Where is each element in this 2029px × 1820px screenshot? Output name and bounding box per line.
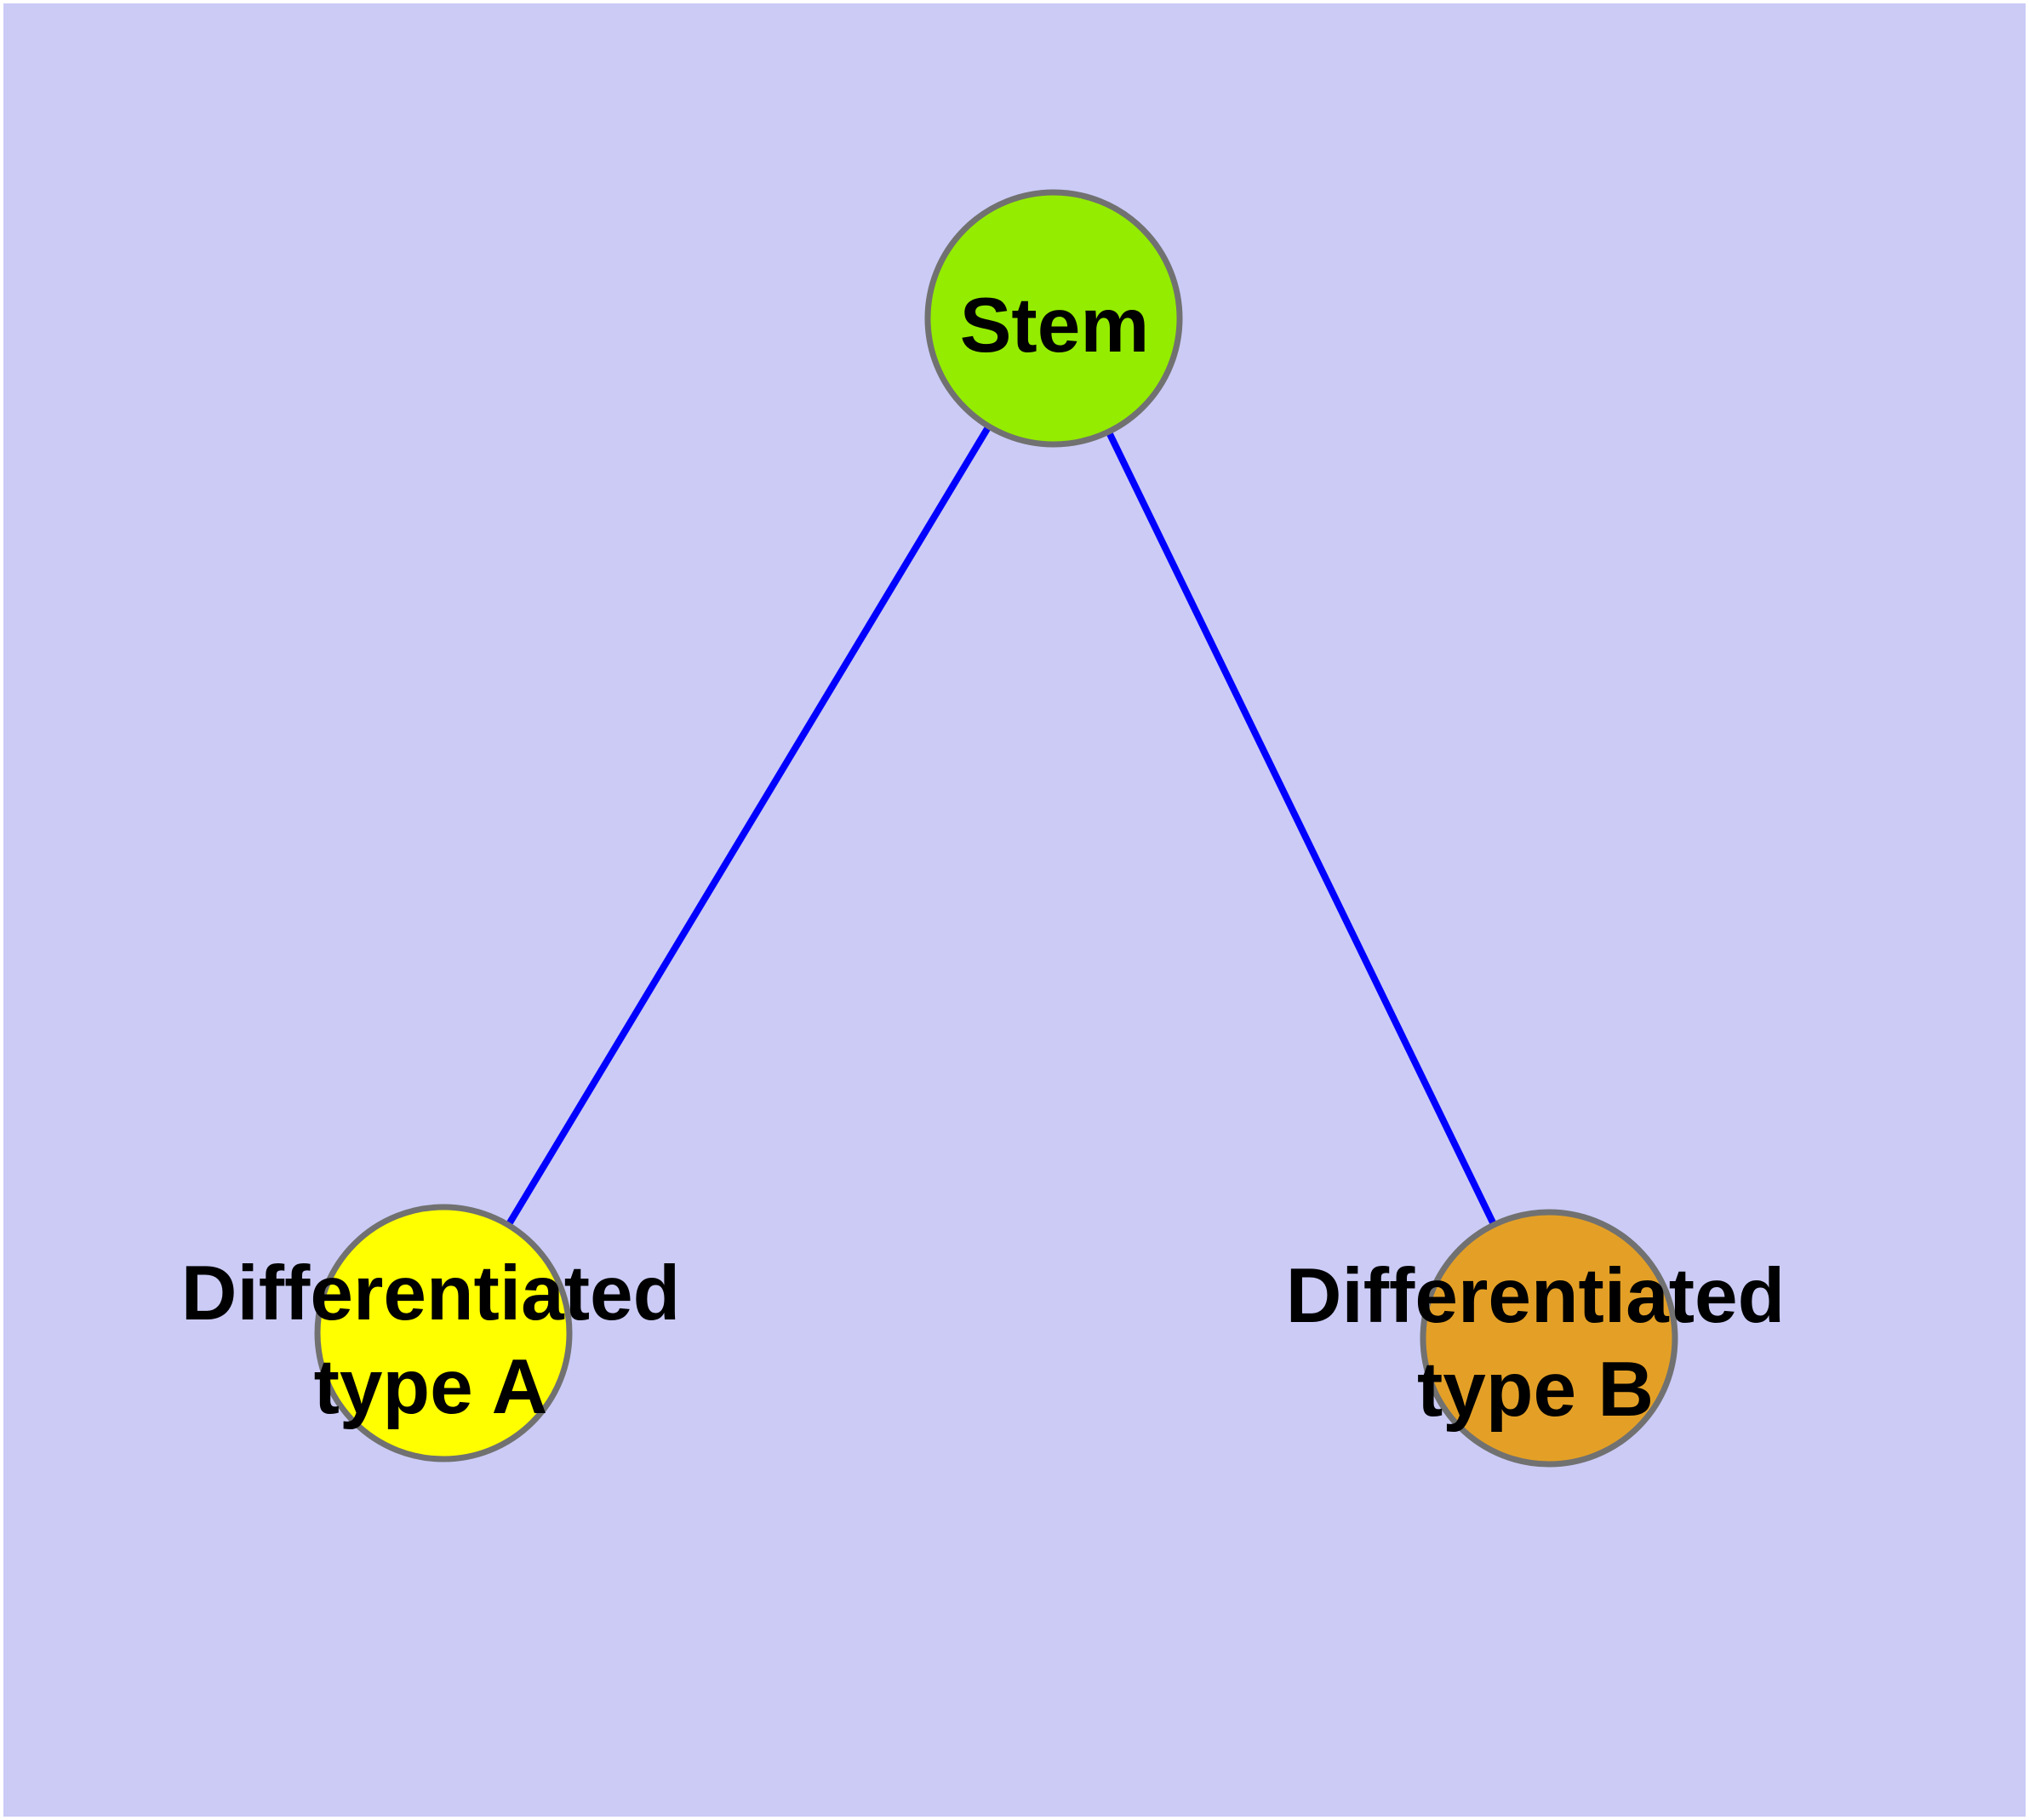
node-type-a-circle[interactable] — [314, 1204, 573, 1462]
node-type-b-label-line: type B — [1417, 1347, 1654, 1433]
node-stem-label: Stem — [960, 283, 1150, 369]
edge-stem-to-type-a — [440, 316, 1057, 1336]
edge-stem-to-type-b — [1050, 317, 1552, 1340]
node-type-b-circle[interactable] — [1420, 1209, 1678, 1468]
nodes-layer — [314, 189, 1678, 1468]
node-type-a-label-line: Differentiated — [181, 1251, 681, 1336]
node-type-a-label-line: type A — [314, 1344, 548, 1430]
node-stem-label-line: Stem — [960, 283, 1150, 369]
node-type-b-label-line: Differentiated — [1286, 1253, 1786, 1339]
edges-layer — [440, 316, 1552, 1340]
node-stem-circle[interactable] — [924, 189, 1183, 448]
